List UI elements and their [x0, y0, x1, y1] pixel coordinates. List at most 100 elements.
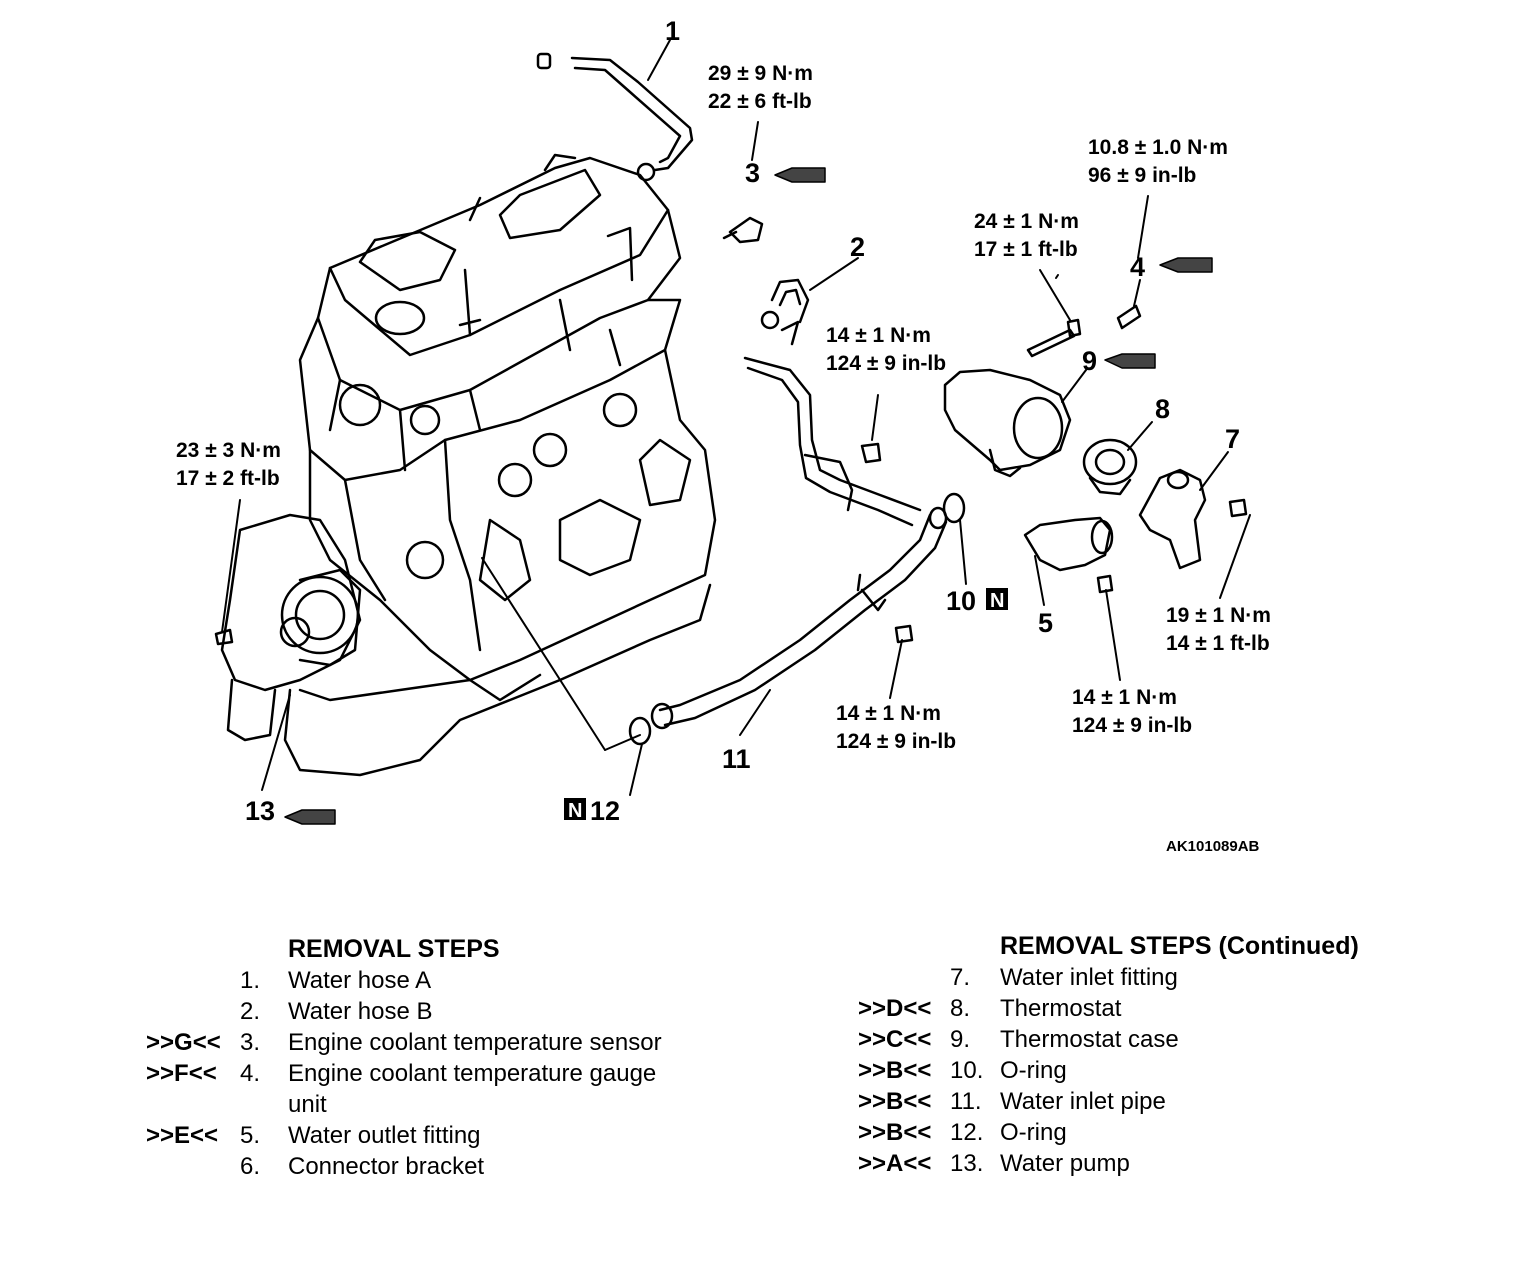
water-pump-drawing	[279, 568, 362, 667]
step-text: Connector bracket	[288, 1153, 485, 1180]
new-part-badge-10: N	[986, 588, 1008, 612]
step-text: O-ring	[1000, 1119, 1067, 1146]
step-number: 11.	[950, 1088, 982, 1115]
torque-t24-imperial: 17 ± 1 ft-lb	[974, 238, 1078, 261]
step-text: Water hose B	[288, 998, 433, 1025]
step-marker: >>D<<	[858, 995, 932, 1022]
step-marker: >>G<<	[146, 1029, 221, 1056]
new-part-mark-10: N	[990, 590, 1004, 612]
water-hose-b-drawing	[760, 278, 810, 346]
engine-block-drawing	[220, 153, 717, 777]
step-text: Water hose A	[288, 967, 432, 994]
new-part-mark-12: N	[568, 800, 582, 822]
torque-t19-imperial: 14 ± 1 ft-lb	[1166, 632, 1270, 655]
step-row: >>G<< 3. Engine coolant temperature sensor	[0, 1027, 760, 1058]
step-row: >>F<< 4. Engine coolant temperature gauge	[0, 1058, 760, 1089]
step-marker: >>B<<	[858, 1057, 932, 1084]
step-text: Thermostat	[1000, 995, 1122, 1022]
callout-12: 12	[590, 796, 620, 826]
removal-steps-continued-rows: 7.Water inlet fitting>>D<<8.Thermostat>>…	[760, 962, 1520, 1179]
torque-t14a-metric: 14 ± 1 N·m	[826, 324, 931, 347]
step-number: 12.	[950, 1119, 984, 1146]
callout-5: 5	[1038, 608, 1053, 638]
step-row: >>E<< 5. Water outlet fitting	[0, 1120, 760, 1151]
torque-t108-metric: 10.8 ± 1.0 N·m	[1088, 136, 1228, 159]
step-number: 13.	[950, 1150, 984, 1177]
callout-labels: 1 2 3 4 5 7 8 9 10 11 12 13	[245, 16, 1240, 826]
step-number: 8.	[950, 995, 971, 1022]
torque-t23-metric: 23 ± 3 N·m	[176, 439, 281, 462]
callout-11: 11	[722, 744, 751, 774]
step-marker: >>B<<	[858, 1119, 932, 1146]
leader-lines	[221, 39, 1251, 796]
step-number: 10.	[950, 1057, 984, 1084]
step-marker: >>E<<	[146, 1122, 219, 1149]
callout-3: 3	[745, 158, 760, 188]
callout-4: 4	[1130, 252, 1145, 282]
step-marker: >>A<<	[858, 1150, 932, 1177]
step-number: 6.	[240, 1153, 261, 1180]
torque-t14c-metric: 14 ± 1 N·m	[836, 702, 941, 725]
step-number: 5.	[240, 1122, 261, 1149]
callout-10: 10	[946, 586, 976, 616]
torque-t14c-imperial: 124 ± 9 in-lb	[836, 730, 956, 753]
torque-t19-metric: 19 ± 1 N·m	[1166, 604, 1271, 627]
torque-t14b-metric: 14 ± 1 N·m	[1072, 686, 1177, 709]
step-row: 7. Water inlet fitting	[760, 962, 1520, 993]
step-marker: >>C<<	[858, 1026, 932, 1053]
step-row: unit	[0, 1089, 760, 1120]
figure-code: AK101089AB	[1166, 838, 1260, 855]
step-row: >>B<< 10. O-ring	[760, 1055, 1520, 1086]
torque-t14b-imperial: 124 ± 9 in-lb	[1072, 714, 1192, 737]
callout-8: 8	[1155, 394, 1170, 424]
thermostat-drawing	[1082, 438, 1138, 496]
step-text: Engine coolant temperature gauge	[288, 1060, 657, 1087]
step-row: >>C<<9.Thermostat case	[760, 1024, 1520, 1055]
step-text: Engine coolant temperature sensor	[288, 1029, 662, 1056]
torque-t29-imperial: 22 ± 6 ft-lb	[708, 90, 812, 113]
step-marker: >>B<<	[858, 1088, 932, 1115]
o-ring-10-drawing	[942, 492, 966, 524]
step-text: O-ring	[1000, 1057, 1067, 1084]
step-text: Water pump	[1000, 1150, 1130, 1177]
callout-7: 7	[1225, 424, 1240, 454]
torque-arrow-icons	[284, 167, 1213, 825]
step-row: 6. Connector bracket	[0, 1151, 760, 1182]
step-marker: >>F<<	[146, 1060, 217, 1087]
removal-steps-heading: REMOVAL STEPS	[288, 935, 500, 963]
exploded-view-diagram: 1 2 3 4 5 7 8 9 10 11 12 13 N N 29 ± 9 N…	[176, 16, 1271, 855]
step-text: Water inlet fitting	[1000, 964, 1178, 991]
torque-t14a-imperial: 124 ± 9 in-lb	[826, 352, 946, 375]
step-row: 2.Water hose B	[0, 996, 760, 1027]
torque-t23-imperial: 17 ± 2 ft-lb	[176, 467, 280, 490]
step-row: >>A<< 13. Water pump	[760, 1148, 1520, 1179]
step-number: 9.	[950, 1026, 971, 1053]
step-text: unit	[288, 1091, 327, 1118]
bolt-drawings	[214, 304, 1248, 646]
step-row: >>B<< 12. O-ring	[760, 1117, 1520, 1148]
callout-13: 13	[245, 796, 275, 826]
torque-t29-metric: 29 ± 9 N·m	[708, 62, 813, 85]
torque-t24-metric: 24 ± 1 N·m	[974, 210, 1079, 233]
torque-specs: 29 ± 9 N·m 22 ± 6 ft-lb 10.8 ± 1.0 N·m 9…	[176, 62, 1271, 753]
water-outlet-fitting-drawing	[1023, 516, 1114, 572]
step-number: 3.	[240, 1029, 261, 1056]
step-number: 7.	[950, 964, 971, 991]
o-ring-12-drawing	[628, 716, 652, 746]
torque-t108-imperial: 96 ± 9 in-lb	[1088, 164, 1196, 187]
step-row: 1. Water hose A	[0, 965, 760, 996]
step-number: 1.	[240, 967, 261, 994]
water-inlet-fitting-drawing	[1138, 468, 1207, 570]
step-text: Water outlet fitting	[288, 1122, 481, 1149]
callout-9: 9	[1082, 346, 1097, 376]
callout-1: 1	[665, 16, 680, 46]
step-text: Water inlet pipe	[1000, 1088, 1166, 1115]
water-inlet-pipe-drawing	[650, 356, 948, 730]
coolant-temp-sensor-drawing	[722, 216, 764, 244]
thermostat-case-drawing	[943, 368, 1072, 478]
water-hose-a-drawing	[536, 52, 694, 182]
new-part-badge-12: N	[564, 798, 586, 822]
step-row: >>D<< 8. Thermostat	[760, 993, 1520, 1024]
step-number: 4.	[240, 1060, 261, 1087]
